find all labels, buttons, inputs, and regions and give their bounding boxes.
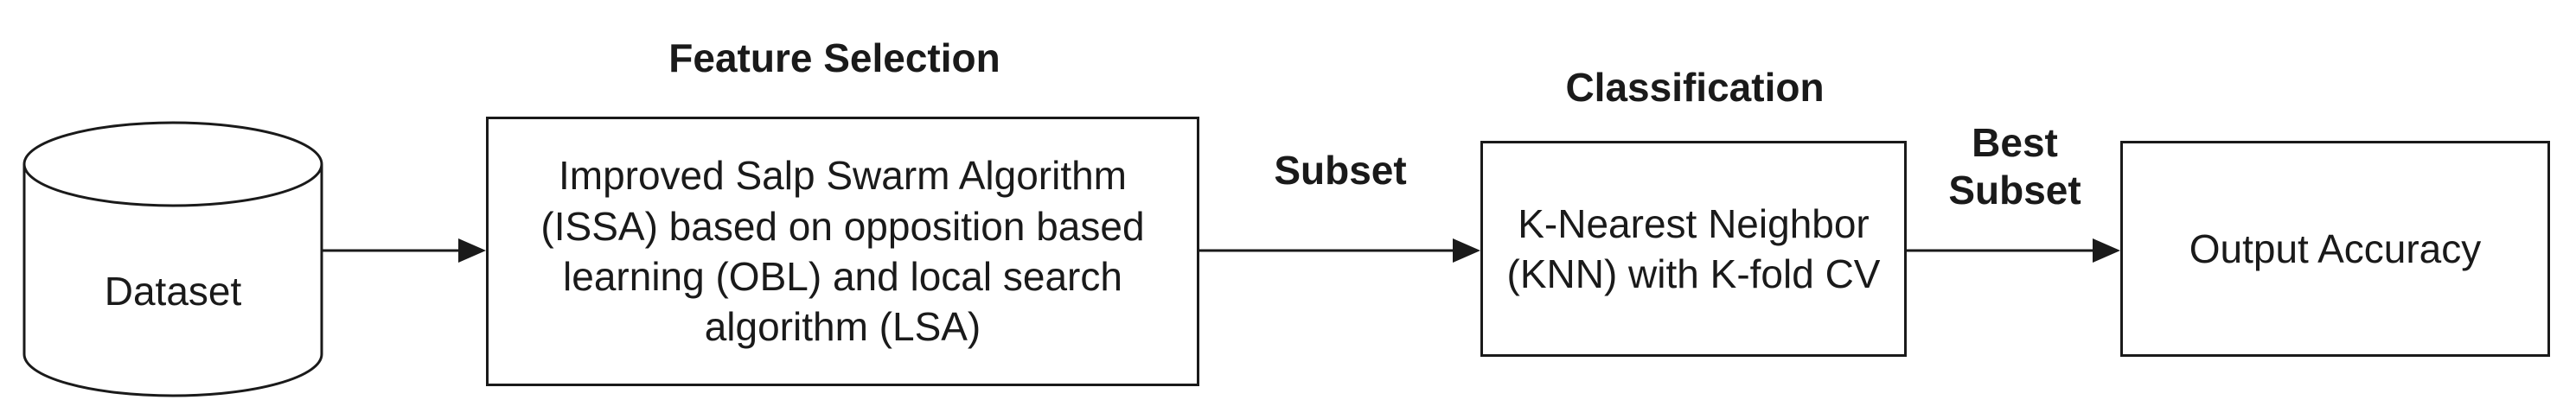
dataset-label: Dataset bbox=[104, 269, 242, 314]
feature-selection-description: Improved Salp Swarm Algorithm (ISSA) bas… bbox=[540, 153, 1145, 350]
dataset-cylinder bbox=[22, 121, 323, 397]
classification-description: K-Nearest Neighbor (KNN) with K-fold CV bbox=[1506, 200, 1881, 296]
best-subset-label: Best Subset bbox=[1948, 120, 2081, 213]
arrow-classification-to-output bbox=[1907, 238, 2120, 263]
subset-label: Subset bbox=[1274, 148, 1407, 193]
arrow-dataset-to-feature-selection bbox=[322, 238, 486, 263]
feature-selection-box: Improved Salp Swarm Algorithm (ISSA) bas… bbox=[486, 117, 1199, 386]
output-accuracy-label: Output Accuracy bbox=[2189, 225, 2482, 271]
classification-box: K-Nearest Neighbor (KNN) with K-fold CV bbox=[1480, 141, 1907, 357]
feature-selection-heading: Feature Selection bbox=[668, 35, 1000, 80]
classification-heading: Classification bbox=[1565, 65, 1825, 110]
arrow-feature-selection-to-classification bbox=[1199, 238, 1480, 263]
output-accuracy-box: Output Accuracy bbox=[2120, 141, 2550, 357]
